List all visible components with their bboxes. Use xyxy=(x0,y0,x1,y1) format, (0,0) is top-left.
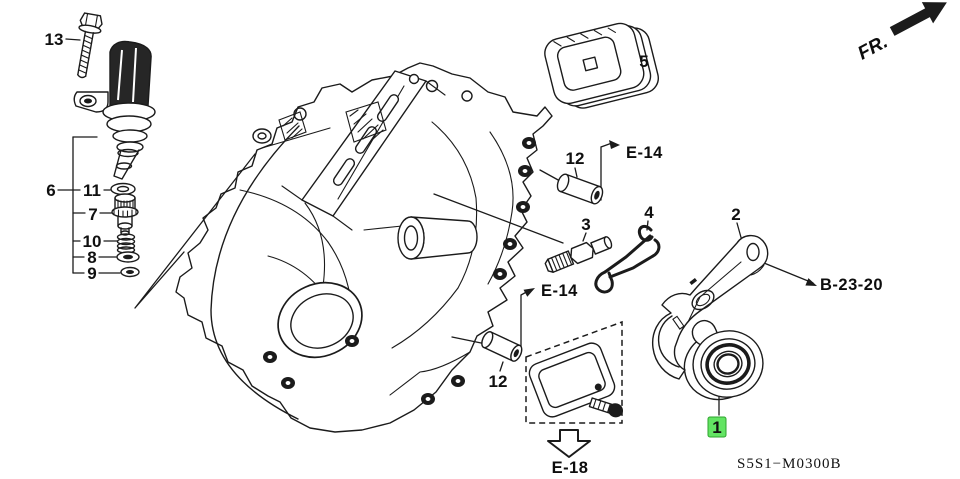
part-label-7[interactable]: 7 xyxy=(88,205,97,224)
part-label-13[interactable]: 13 xyxy=(45,30,64,49)
part-label-12-lower[interactable]: 12 xyxy=(489,372,508,391)
e18-arrow-icon xyxy=(547,429,591,458)
part-label-8[interactable]: 8 xyxy=(87,248,96,267)
release-fork-2-drawing xyxy=(651,234,769,380)
washer-8-drawing xyxy=(116,251,140,263)
case-bolt-bosses xyxy=(263,137,536,405)
part-1-highlight-group[interactable]: 1 xyxy=(707,416,727,438)
part-label-9[interactable]: 9 xyxy=(87,264,96,283)
ref-label-b-23-20[interactable]: B-23-20 xyxy=(820,276,883,294)
dowel-pin-12-upper-drawing xyxy=(556,173,604,205)
callout-labels: 13 6 11 7 10 8 9 5 12 3 4 2 12 xyxy=(45,30,741,391)
clip-4-drawing xyxy=(594,224,661,294)
ref-label-e18[interactable]: E-18 xyxy=(552,459,589,477)
cover-5-drawing xyxy=(544,22,659,109)
diagram-code-label: S5S1−M0300B xyxy=(737,456,842,472)
part-label-6[interactable]: 6 xyxy=(46,181,55,200)
bolt-13-drawing xyxy=(77,12,103,79)
reference-labels: E-14 E-14 B-23-20 E-18 xyxy=(541,144,883,477)
fr-direction-arrow-icon: FR. xyxy=(854,2,947,65)
speedometer-gear-7-drawing xyxy=(111,193,139,236)
dowel-pin-12-lower-drawing xyxy=(481,331,523,362)
joint-bolt-3-drawing xyxy=(544,236,613,273)
part-label-1[interactable]: 1 xyxy=(712,418,721,437)
part-1-highlight xyxy=(707,416,727,438)
part-label-3[interactable]: 3 xyxy=(581,215,590,234)
setting-plate-box-drawing xyxy=(525,320,624,424)
part-label-11[interactable]: 11 xyxy=(83,181,101,200)
part-label-5[interactable]: 5 xyxy=(639,52,648,71)
spring-10-drawing xyxy=(116,233,136,254)
part-label-10[interactable]: 10 xyxy=(83,232,102,251)
washer-9-drawing xyxy=(120,266,140,278)
plate-bolt-drawing xyxy=(588,397,624,418)
fr-direction-label: FR. xyxy=(854,32,891,65)
part-label-4[interactable]: 4 xyxy=(644,203,654,222)
washer-11-drawing xyxy=(110,182,136,196)
ref-label-e14-lower[interactable]: E-14 xyxy=(541,282,578,300)
part-label-2[interactable]: 2 xyxy=(731,205,740,224)
release-bearing-1-drawing xyxy=(683,319,764,401)
transmission-case-drawing xyxy=(175,62,553,433)
speed-sensor-assembly-drawing xyxy=(73,40,156,180)
part-label-12-upper[interactable]: 12 xyxy=(566,149,585,168)
leader-lines xyxy=(57,38,817,416)
ref-label-e14-upper[interactable]: E-14 xyxy=(626,144,663,162)
